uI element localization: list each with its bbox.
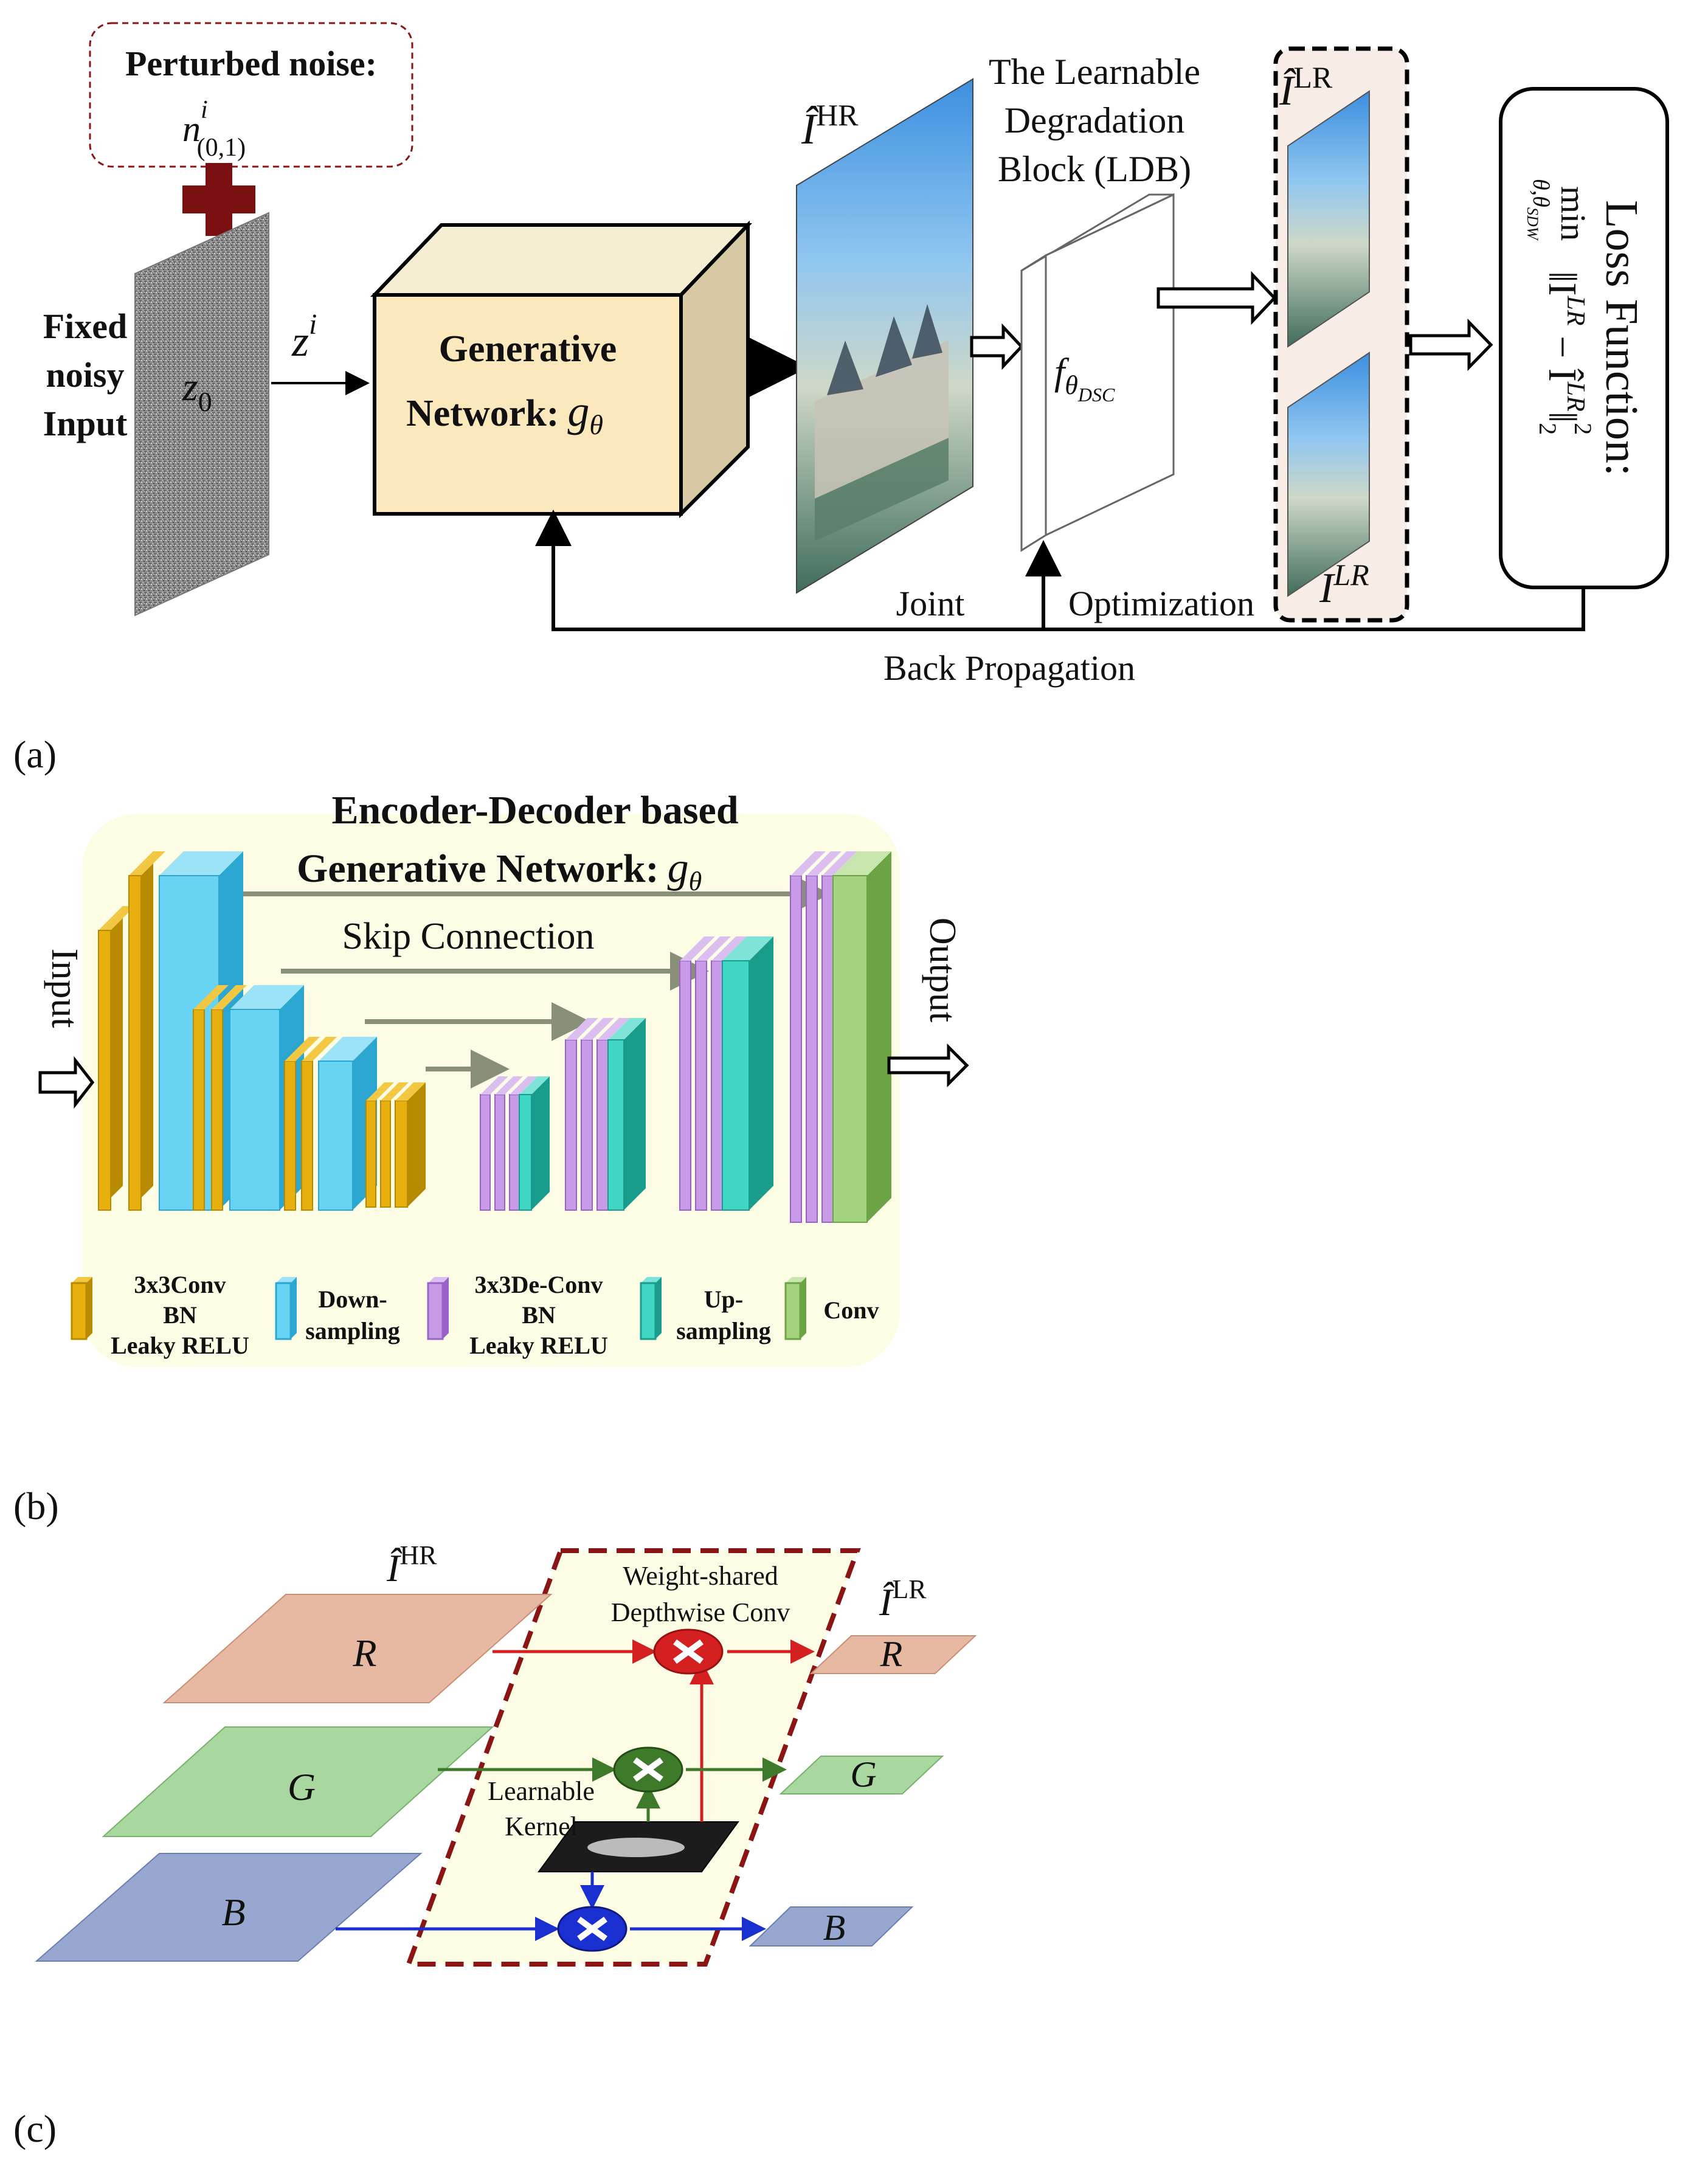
kernel-label-line1: Learnable xyxy=(488,1776,595,1806)
ldb-block xyxy=(1020,193,1175,552)
legend-label: Down- xyxy=(318,1286,387,1313)
dw-title-line1: Weight-shared xyxy=(623,1561,778,1591)
lr-g-label: G xyxy=(850,1754,876,1794)
loss-title: Loss Function: xyxy=(1596,200,1647,476)
loss-min: min xyxy=(1554,186,1593,241)
panel-a: Perturbed noise: ni(0,1) z0 Fixed noisy … xyxy=(13,22,1669,776)
legend-label: Up- xyxy=(704,1286,743,1313)
input-label-group: Input xyxy=(44,949,85,1028)
legend-label: 3x3Conv xyxy=(134,1271,226,1298)
optimization-label: Optimization xyxy=(1068,584,1254,623)
legend-label: sampling xyxy=(676,1317,771,1345)
output-label-group: Output xyxy=(922,918,963,1022)
g-multiply-icon xyxy=(613,1746,683,1793)
legend-label: 3x3De-Conv xyxy=(474,1271,603,1298)
legend-item-upsampling: Up- sampling xyxy=(640,1277,771,1345)
bottleneck-stage xyxy=(365,1082,426,1208)
noise-title: Perturbed noise: xyxy=(125,44,377,83)
legend-label: BN xyxy=(163,1301,197,1329)
decoder-stage-3 xyxy=(679,936,773,1211)
panel-c-label: (c) xyxy=(13,2107,57,2150)
lr-b-label: B xyxy=(823,1908,846,1948)
lr-plane-b xyxy=(749,1906,914,1947)
castle-icon xyxy=(815,304,949,541)
legend-item-conv-bn-relu: 3x3Conv BN Leaky RELU xyxy=(71,1271,249,1359)
lr-label: ILR xyxy=(1319,558,1369,612)
ldb-title-line1: The Learnable xyxy=(989,52,1200,92)
lr-label-c: ÎLR xyxy=(879,1574,927,1624)
hr-b-label: B xyxy=(221,1891,245,1934)
hr-plane-r xyxy=(162,1594,553,1703)
fixed-input-line3: Input xyxy=(43,404,128,443)
legend-label: sampling xyxy=(305,1317,400,1345)
skip-connection-label: Skip Connection xyxy=(342,916,594,957)
loss-under: θ,θSDW xyxy=(1524,179,1554,241)
hr-plane-b xyxy=(35,1853,423,1962)
encoder-stage-3 xyxy=(284,1037,377,1211)
generator-line2: Network:gθ xyxy=(406,387,603,440)
ldb-title-line2: Degradation xyxy=(1004,100,1185,140)
backprop-line xyxy=(535,510,1585,631)
hollow-arrow-3 xyxy=(1409,318,1493,372)
panel-b: Encoder-Decoder based Generative Network… xyxy=(13,788,969,1528)
b-multiply-icon xyxy=(557,1906,628,1952)
lr-est-image xyxy=(1287,90,1370,348)
fixed-input-line1: Fixed xyxy=(43,306,128,346)
noisy-input-slab xyxy=(134,212,269,617)
lr-plane-g xyxy=(779,1756,944,1794)
hr-g-label: G xyxy=(288,1765,316,1808)
panel-b-label: (b) xyxy=(13,1484,59,1528)
panel-b-title-line1: Encoder-Decoder based xyxy=(331,788,738,832)
noise-symbol: ni(0,1) xyxy=(182,96,246,162)
panel-b-title-line2: Generative Network:gθ xyxy=(297,845,702,896)
hollow-arrow-2 xyxy=(1157,271,1277,325)
noise-box xyxy=(89,22,413,168)
dw-title-line2: Depthwise Conv xyxy=(611,1597,790,1627)
legend-label: Leaky RELU xyxy=(469,1332,608,1359)
fixed-input-line2: noisy xyxy=(46,355,125,395)
legend-item-downsampling: Down- sampling xyxy=(275,1277,400,1345)
lr-r-label: R xyxy=(880,1634,903,1674)
legend-label: BN xyxy=(522,1301,556,1329)
panel-a-label: (a) xyxy=(13,733,57,776)
add-icon xyxy=(182,163,255,236)
hollow-arrow-1 xyxy=(970,323,1024,370)
hr-image-label: ÎHR xyxy=(801,98,859,153)
kernel-label-line2: Kernel xyxy=(505,1812,578,1841)
hr-plane-g xyxy=(102,1726,494,1837)
output-label: Output xyxy=(922,918,963,1022)
generator-cube xyxy=(370,220,753,519)
kernel-blur xyxy=(587,1838,685,1857)
lr-est-label: ÎLR xyxy=(1279,60,1333,114)
legend-label: Leaky RELU xyxy=(111,1332,249,1359)
joint-label: Joint xyxy=(896,584,965,623)
panel-c: Weight-shared Depthwise Conv R G B ÎHR R… xyxy=(13,1540,977,2150)
output-arrow xyxy=(887,1043,969,1088)
decoder-stage-output xyxy=(790,851,891,1223)
generator-line1: Generative xyxy=(439,328,617,370)
ldb-title-line3: Block (LDB) xyxy=(998,149,1191,189)
zi-symbol: zi xyxy=(291,308,317,365)
r-multiply-icon xyxy=(653,1628,724,1675)
input-label: Input xyxy=(44,949,85,1028)
lr-plane-r xyxy=(809,1635,977,1674)
z0-symbol: z0 xyxy=(182,365,212,417)
lr-image xyxy=(1287,351,1370,597)
hr-label-c: ÎHR xyxy=(386,1540,437,1590)
legend-item-conv: Conv xyxy=(784,1277,879,1340)
decoder-stage-1 xyxy=(480,1076,550,1211)
legend-label: Conv xyxy=(823,1296,879,1324)
encoder-stage-1 xyxy=(98,851,243,1211)
decoder-stage-2 xyxy=(565,1018,646,1211)
backprop-label: Back Propagation xyxy=(883,648,1135,688)
input-arrow xyxy=(38,1056,95,1109)
hr-r-label: R xyxy=(352,1632,376,1675)
legend: 3x3Conv BN Leaky RELU Down- sampling 3x3… xyxy=(71,1271,879,1359)
legend-item-deconv-bn-relu: 3x3De-Conv BN Leaky RELU xyxy=(427,1271,608,1359)
